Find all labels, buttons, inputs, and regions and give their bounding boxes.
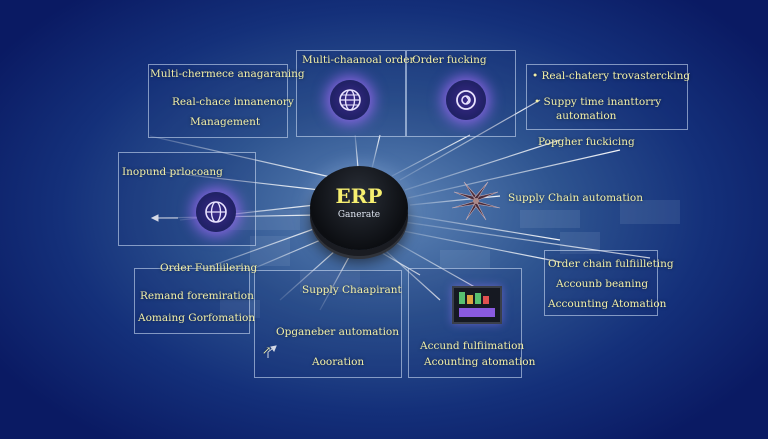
hub-subtitle: Ganerate xyxy=(337,210,381,220)
label-aomaing-gorfomation: Aomaing Gorfomation xyxy=(138,312,256,324)
globe-icon xyxy=(196,192,236,232)
label-accounting-atomation: Accounting Atomation xyxy=(548,298,667,310)
erp-hub: ERP Ganerate xyxy=(310,166,408,250)
label-opganeber-automation: Opganeber automation xyxy=(276,326,400,338)
hub-title: ERP xyxy=(335,184,383,208)
box-inventory-management xyxy=(148,64,288,138)
globe-icon xyxy=(330,80,370,120)
label-multi-commerce: Multi-chermece anagaraning xyxy=(150,68,305,80)
label-automation: automation xyxy=(556,110,617,122)
label-order-fulfilling: Order Funliilering xyxy=(160,262,258,274)
label-supply-time-inventory: • Suppy time inanttorry xyxy=(534,96,662,108)
box-real-time-tracking xyxy=(526,64,688,130)
label-supply-chain-bottom: Supply Chaapirant xyxy=(302,284,402,296)
cursor-icon: ↗ xyxy=(262,344,272,357)
label-popgher-tracking: Popgher fuckicing xyxy=(538,136,635,148)
label-order-tracking: Order fucking xyxy=(412,54,487,66)
box-supply-chain-bottom xyxy=(254,270,402,378)
label-remand-formation: Remand foremiration xyxy=(140,290,254,302)
label-supply-chain-automation: Supply Chain automation xyxy=(508,192,643,204)
label-inbound-processing: Inopund prlocoang xyxy=(122,166,223,178)
label-accounting-automation: Acounting atomation xyxy=(424,356,536,368)
label-account-beaning: Accounb beaning xyxy=(556,278,649,290)
label-management: Management xyxy=(190,116,261,128)
label-order-chain: Order chain fulfiilleting xyxy=(548,258,674,270)
gear-icon xyxy=(446,80,486,120)
label-account-fulfillment: Accund fulfiimation xyxy=(420,340,525,352)
label-real-time-tracking: • Real-chatery trovastercking xyxy=(532,70,691,82)
monitor-icon xyxy=(452,286,502,324)
box-inbound-processing xyxy=(118,152,256,246)
flower-icon xyxy=(451,181,501,221)
box-order-chain xyxy=(544,250,658,316)
box-order-fulfilling xyxy=(134,268,250,334)
label-real-time-inventory: Real-chace innanenory xyxy=(172,96,294,108)
label-multichannel-order: Multi-chaanoal order xyxy=(302,54,415,66)
label-aooration: Aooration xyxy=(312,356,365,368)
